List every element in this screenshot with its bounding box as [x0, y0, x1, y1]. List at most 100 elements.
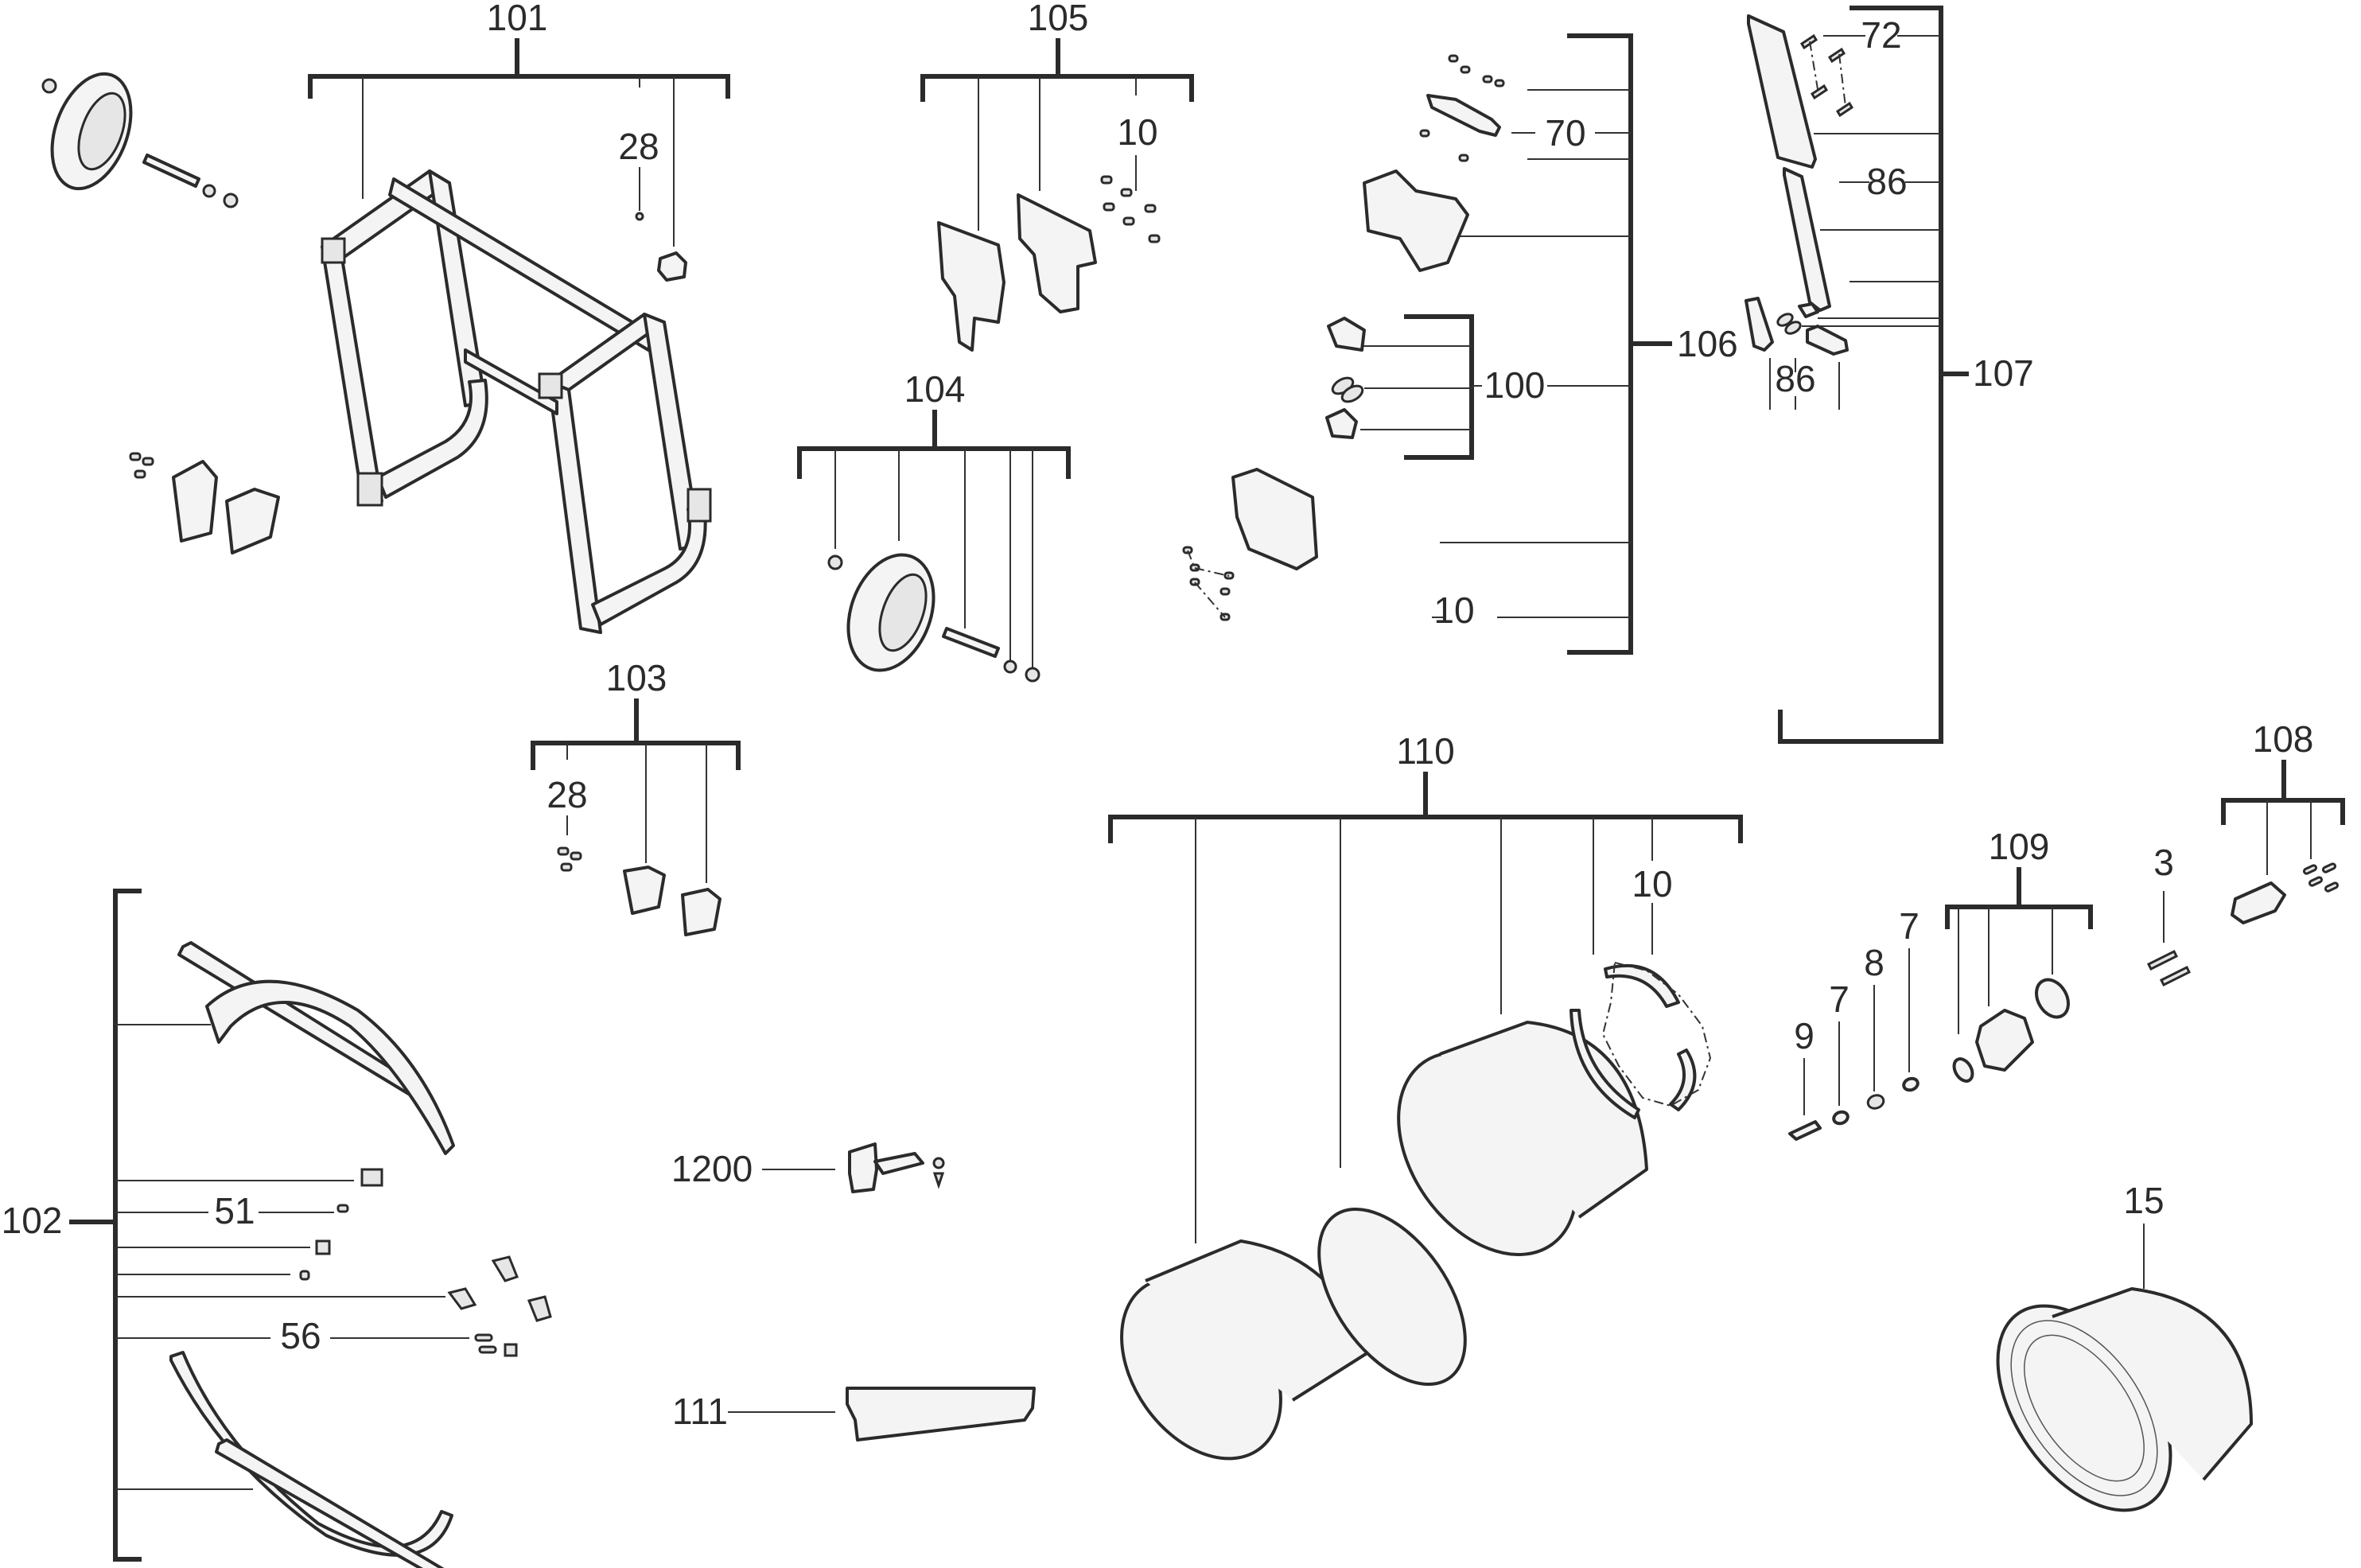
label-107[interactable]: 107 — [1973, 352, 2034, 394]
bracket-108 — [2221, 760, 2345, 825]
label-106-70[interactable]: 70 — [1545, 112, 1585, 154]
group-105: 105 10 — [920, 0, 1194, 352]
pin-part — [2146, 949, 2179, 971]
coil-part — [1996, 1287, 2253, 1512]
leader-108 — [2266, 800, 2312, 875]
spring-part — [1776, 313, 1794, 327]
label-105-10[interactable]: 10 — [1117, 111, 1157, 153]
group-110: 110 10 — [1108, 730, 1743, 1461]
label-103[interactable]: 103 — [606, 657, 667, 698]
frame-part — [321, 169, 712, 634]
label-7b[interactable]: 7 — [1899, 905, 1920, 947]
seal-strip-part — [846, 1387, 1036, 1442]
group-102: 102 51 56 — [2, 889, 552, 1568]
screw-part — [635, 212, 644, 221]
label-107-72[interactable]: 72 — [1861, 14, 1901, 56]
label-101[interactable]: 101 — [487, 0, 548, 38]
oil-can-icon — [848, 1142, 945, 1193]
washer-part — [1003, 659, 1017, 674]
wheel-hub — [878, 573, 928, 652]
corner-block-part — [557, 846, 722, 936]
wheel-part — [41, 72, 239, 208]
label-1200[interactable]: 1200 — [671, 1148, 753, 1189]
label-106[interactable]: 106 — [1677, 323, 1738, 364]
label-107-86b[interactable]: 86 — [1775, 358, 1815, 399]
leg-upper-part — [1747, 14, 1817, 169]
group-103: 103 28 — [531, 657, 741, 936]
seal-part — [1952, 1057, 1974, 1083]
rail-lower-part — [215, 1438, 445, 1568]
leg-lower-part — [1783, 167, 1831, 312]
label-106-10[interactable]: 10 — [1433, 589, 1474, 631]
bracket-101 — [308, 38, 730, 99]
label-102[interactable]: 102 — [2, 1200, 63, 1241]
nut-part — [1025, 667, 1040, 683]
group-106: 106 70 10 100 — [1182, 33, 1738, 655]
leader-102 — [115, 1024, 469, 1490]
part-3: 3 — [2146, 842, 2192, 987]
bracket-109 — [1945, 867, 2093, 929]
bolt-part — [1788, 1120, 1822, 1141]
bracket-110 — [1108, 772, 1743, 843]
bracket-105 — [920, 38, 1194, 102]
cover-part — [1231, 468, 1318, 570]
label-104[interactable]: 104 — [904, 368, 966, 410]
pins-part — [1419, 54, 1505, 162]
label-108[interactable]: 108 — [2253, 718, 2314, 760]
part-8: 8 — [1864, 942, 1885, 1110]
bearing-part — [2035, 978, 2070, 1019]
bolts-part — [1799, 33, 1854, 118]
bracket-107 — [1778, 6, 1969, 744]
label-7a[interactable]: 7 — [1829, 979, 1850, 1020]
group-107: 107 72 86 86 — [1744, 6, 2034, 744]
washer-part — [1832, 1110, 1850, 1126]
label-8[interactable]: 8 — [1864, 942, 1885, 983]
cap-part — [657, 251, 687, 282]
label-101-28[interactable]: 28 — [618, 126, 659, 167]
screws-part — [1182, 546, 1235, 621]
o-ring-part — [1317, 1208, 1467, 1386]
plate-part — [1017, 193, 1097, 313]
leader-105 — [978, 76, 1137, 231]
group-101: 101 28 — [41, 0, 730, 634]
group-108: 108 — [2221, 718, 2345, 924]
arc-upper-part — [205, 979, 455, 1155]
bracket-102 — [69, 889, 142, 1562]
block-part — [1798, 302, 1819, 318]
label-102-51[interactable]: 51 — [214, 1190, 255, 1231]
leader-100 — [1352, 345, 1631, 430]
spring-part — [1340, 384, 1364, 403]
leader-109 — [1958, 907, 2053, 1034]
shaft-flange-part — [2231, 881, 2286, 924]
spring-part — [1784, 321, 1802, 335]
leader-104 — [834, 449, 1033, 668]
label-105[interactable]: 105 — [1028, 0, 1089, 38]
label-109[interactable]: 109 — [1989, 826, 2050, 867]
label-15[interactable]: 15 — [2123, 1180, 2164, 1221]
part-9: 9 — [1788, 1015, 1822, 1141]
housing-part — [1363, 169, 1469, 272]
part-1200: 1200 — [671, 1142, 945, 1193]
group-104: 104 — [797, 368, 1071, 683]
grip-part — [1744, 297, 1774, 352]
label-107-86a[interactable]: 86 — [1866, 161, 1907, 202]
label-106-100[interactable]: 100 — [1484, 364, 1546, 406]
axle-part — [942, 627, 1000, 658]
label-102-56[interactable]: 56 — [280, 1315, 321, 1356]
base-part — [1806, 325, 1849, 356]
arc-lower-part — [169, 1351, 453, 1557]
bracket-104 — [797, 410, 1071, 479]
label-111[interactable]: 111 — [672, 1391, 728, 1432]
screws-part — [2302, 862, 2340, 893]
screws-part — [1100, 175, 1161, 243]
fittings-part — [299, 1168, 552, 1357]
label-110[interactable]: 110 — [1396, 730, 1454, 772]
label-3[interactable]: 3 — [2153, 842, 2174, 883]
catch-part — [1325, 408, 1358, 439]
group-109: 109 — [1945, 826, 2093, 1083]
leader-106 — [1432, 89, 1631, 618]
label-103-28[interactable]: 28 — [546, 774, 587, 815]
label-9[interactable]: 9 — [1794, 1015, 1815, 1056]
label-110-10[interactable]: 10 — [1632, 863, 1672, 905]
